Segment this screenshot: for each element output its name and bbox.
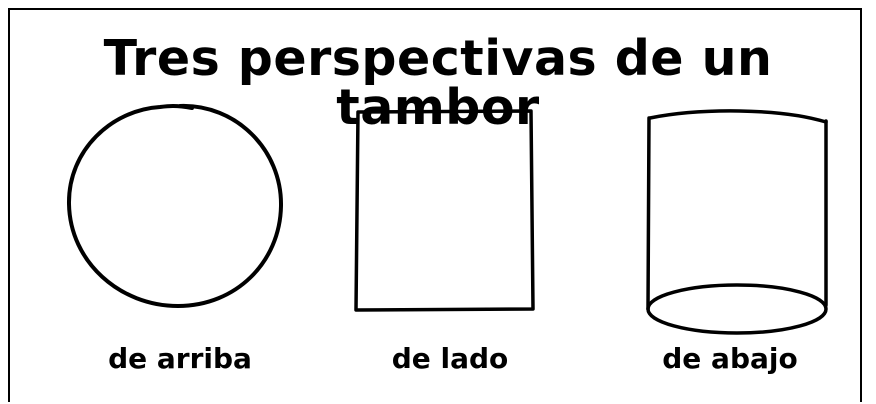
- circle-icon: [66, 103, 284, 308]
- label-de-lado: de lado: [391, 342, 509, 375]
- square-icon: [354, 109, 535, 312]
- diagram-title: Tres perspectivas de un tambor: [103, 30, 773, 136]
- diagram-frame: [8, 8, 862, 402]
- label-de-abajo: de abajo: [662, 342, 798, 375]
- label-de-arriba: de arriba: [108, 342, 252, 375]
- cylinder-icon: [646, 109, 828, 335]
